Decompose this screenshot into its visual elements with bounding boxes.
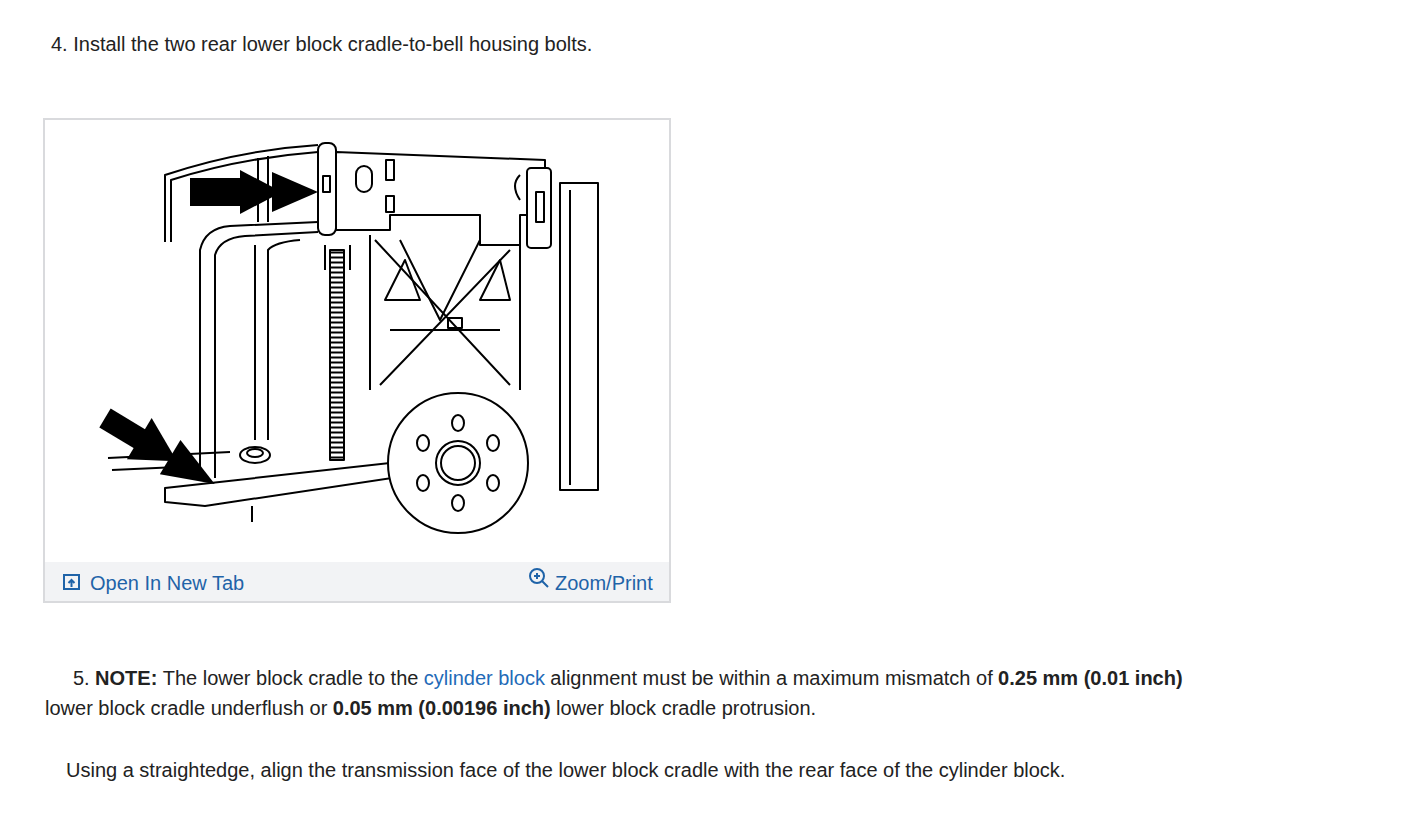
term-link: cylinder block [424,667,545,689]
engine-illustration [47,121,670,561]
step-text: Using a straightedge, align the transmis… [66,758,1065,782]
toolbar-link: Open In New Tab [90,571,244,595]
toolbar-link: Zoom/Print [555,571,653,595]
note-line: 5.NOTE: The lower block cradle to thecyli… [73,666,1183,690]
note-text: lower block cradle protrusion. [556,697,816,719]
dimension: 0.25 mm (0.01 inch) [998,667,1183,689]
step-text: 4. Install the two rear lower block crad… [51,32,592,56]
dimension: 0.05 mm (0.00196 inch) [333,697,551,719]
zoom-icon [527,566,551,590]
note-line: lower block cradle underflush or 0.05 mm … [45,696,816,720]
open-tab-icon [62,572,82,592]
note-text: lower block cradle underflush or [45,697,327,719]
note-text: alignment must be within a maximum misma… [550,667,992,689]
note-text: The lower block cradle to the [163,667,419,689]
note-label: NOTE: [95,667,157,689]
step-number: 5. [73,667,90,689]
